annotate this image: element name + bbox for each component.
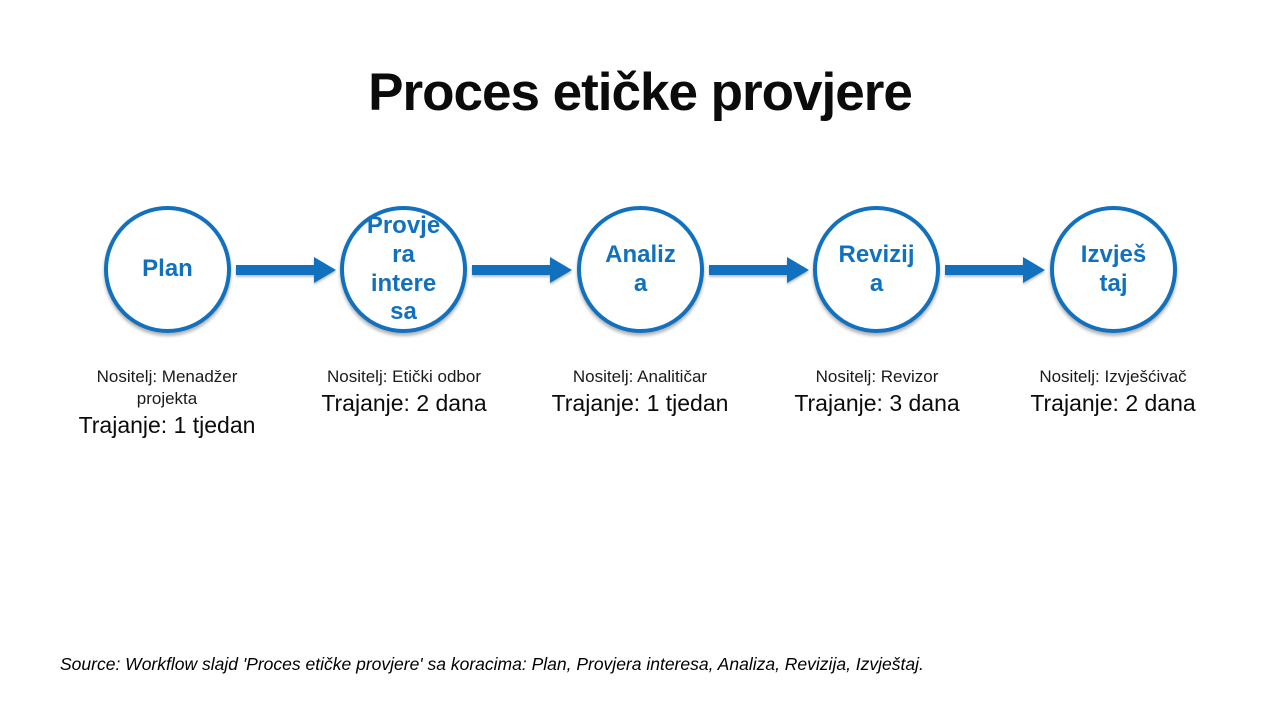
step-owner: Nositelj: Menadžer projekta — [96, 367, 238, 409]
workflow-step-izvjestaj: Izvješ taj — [1050, 206, 1177, 333]
workflow-diagram: Plan Provje ra intere sa Analiz a Revizi… — [0, 206, 1280, 333]
workflow-step-provjera-interesa: Provje ra intere sa — [340, 206, 467, 333]
step-duration: Trajanje: 1 tjedan — [78, 412, 256, 439]
step-duration: Trajanje: 2 dana — [321, 390, 487, 417]
step-duration: Trajanje: 2 dana — [1030, 390, 1196, 417]
step-duration: Trajanje: 1 tjedan — [551, 390, 729, 417]
step-info-plan: Nositelj: Menadžer projekta Trajanje: 1 … — [67, 366, 267, 439]
step-owner: Nositelj: Analitičar — [572, 367, 708, 386]
step-owner: Nositelj: Etički odbor — [326, 367, 481, 386]
step-info-analiza: Nositelj: Analitičar Trajanje: 1 tjedan — [540, 366, 740, 417]
flow-arrow-icon — [945, 257, 1045, 283]
step-label: Analiz a — [605, 240, 676, 297]
step-label: Plan — [142, 255, 193, 283]
step-duration: Trajanje: 3 dana — [794, 390, 960, 417]
page-title: Proces etičke provjere — [368, 63, 913, 122]
workflow-step-plan: Plan — [104, 206, 231, 333]
step-owner: Nositelj: Izvješćivač — [1039, 367, 1187, 386]
step-label: Revizij a — [838, 240, 915, 297]
step-info-provjera-interesa: Nositelj: Etički odbor Trajanje: 2 dana — [304, 366, 504, 417]
source-note: Source: Workflow slajd 'Proces etičke pr… — [60, 654, 924, 674]
flow-arrow-icon — [709, 257, 809, 283]
step-label: Provje ra intere sa — [366, 211, 441, 326]
step-label: Izvješ taj — [1080, 240, 1147, 297]
workflow-step-analiza: Analiz a — [577, 206, 704, 333]
step-info-izvjestaj: Nositelj: Izvješćivač Trajanje: 2 dana — [1013, 366, 1213, 417]
step-info-revizija: Nositelj: Revizor Trajanje: 3 dana — [777, 366, 977, 417]
step-owner: Nositelj: Revizor — [815, 367, 939, 386]
workflow-step-revizija: Revizij a — [813, 206, 940, 333]
flow-arrow-icon — [236, 257, 336, 283]
flow-arrow-icon — [472, 257, 572, 283]
